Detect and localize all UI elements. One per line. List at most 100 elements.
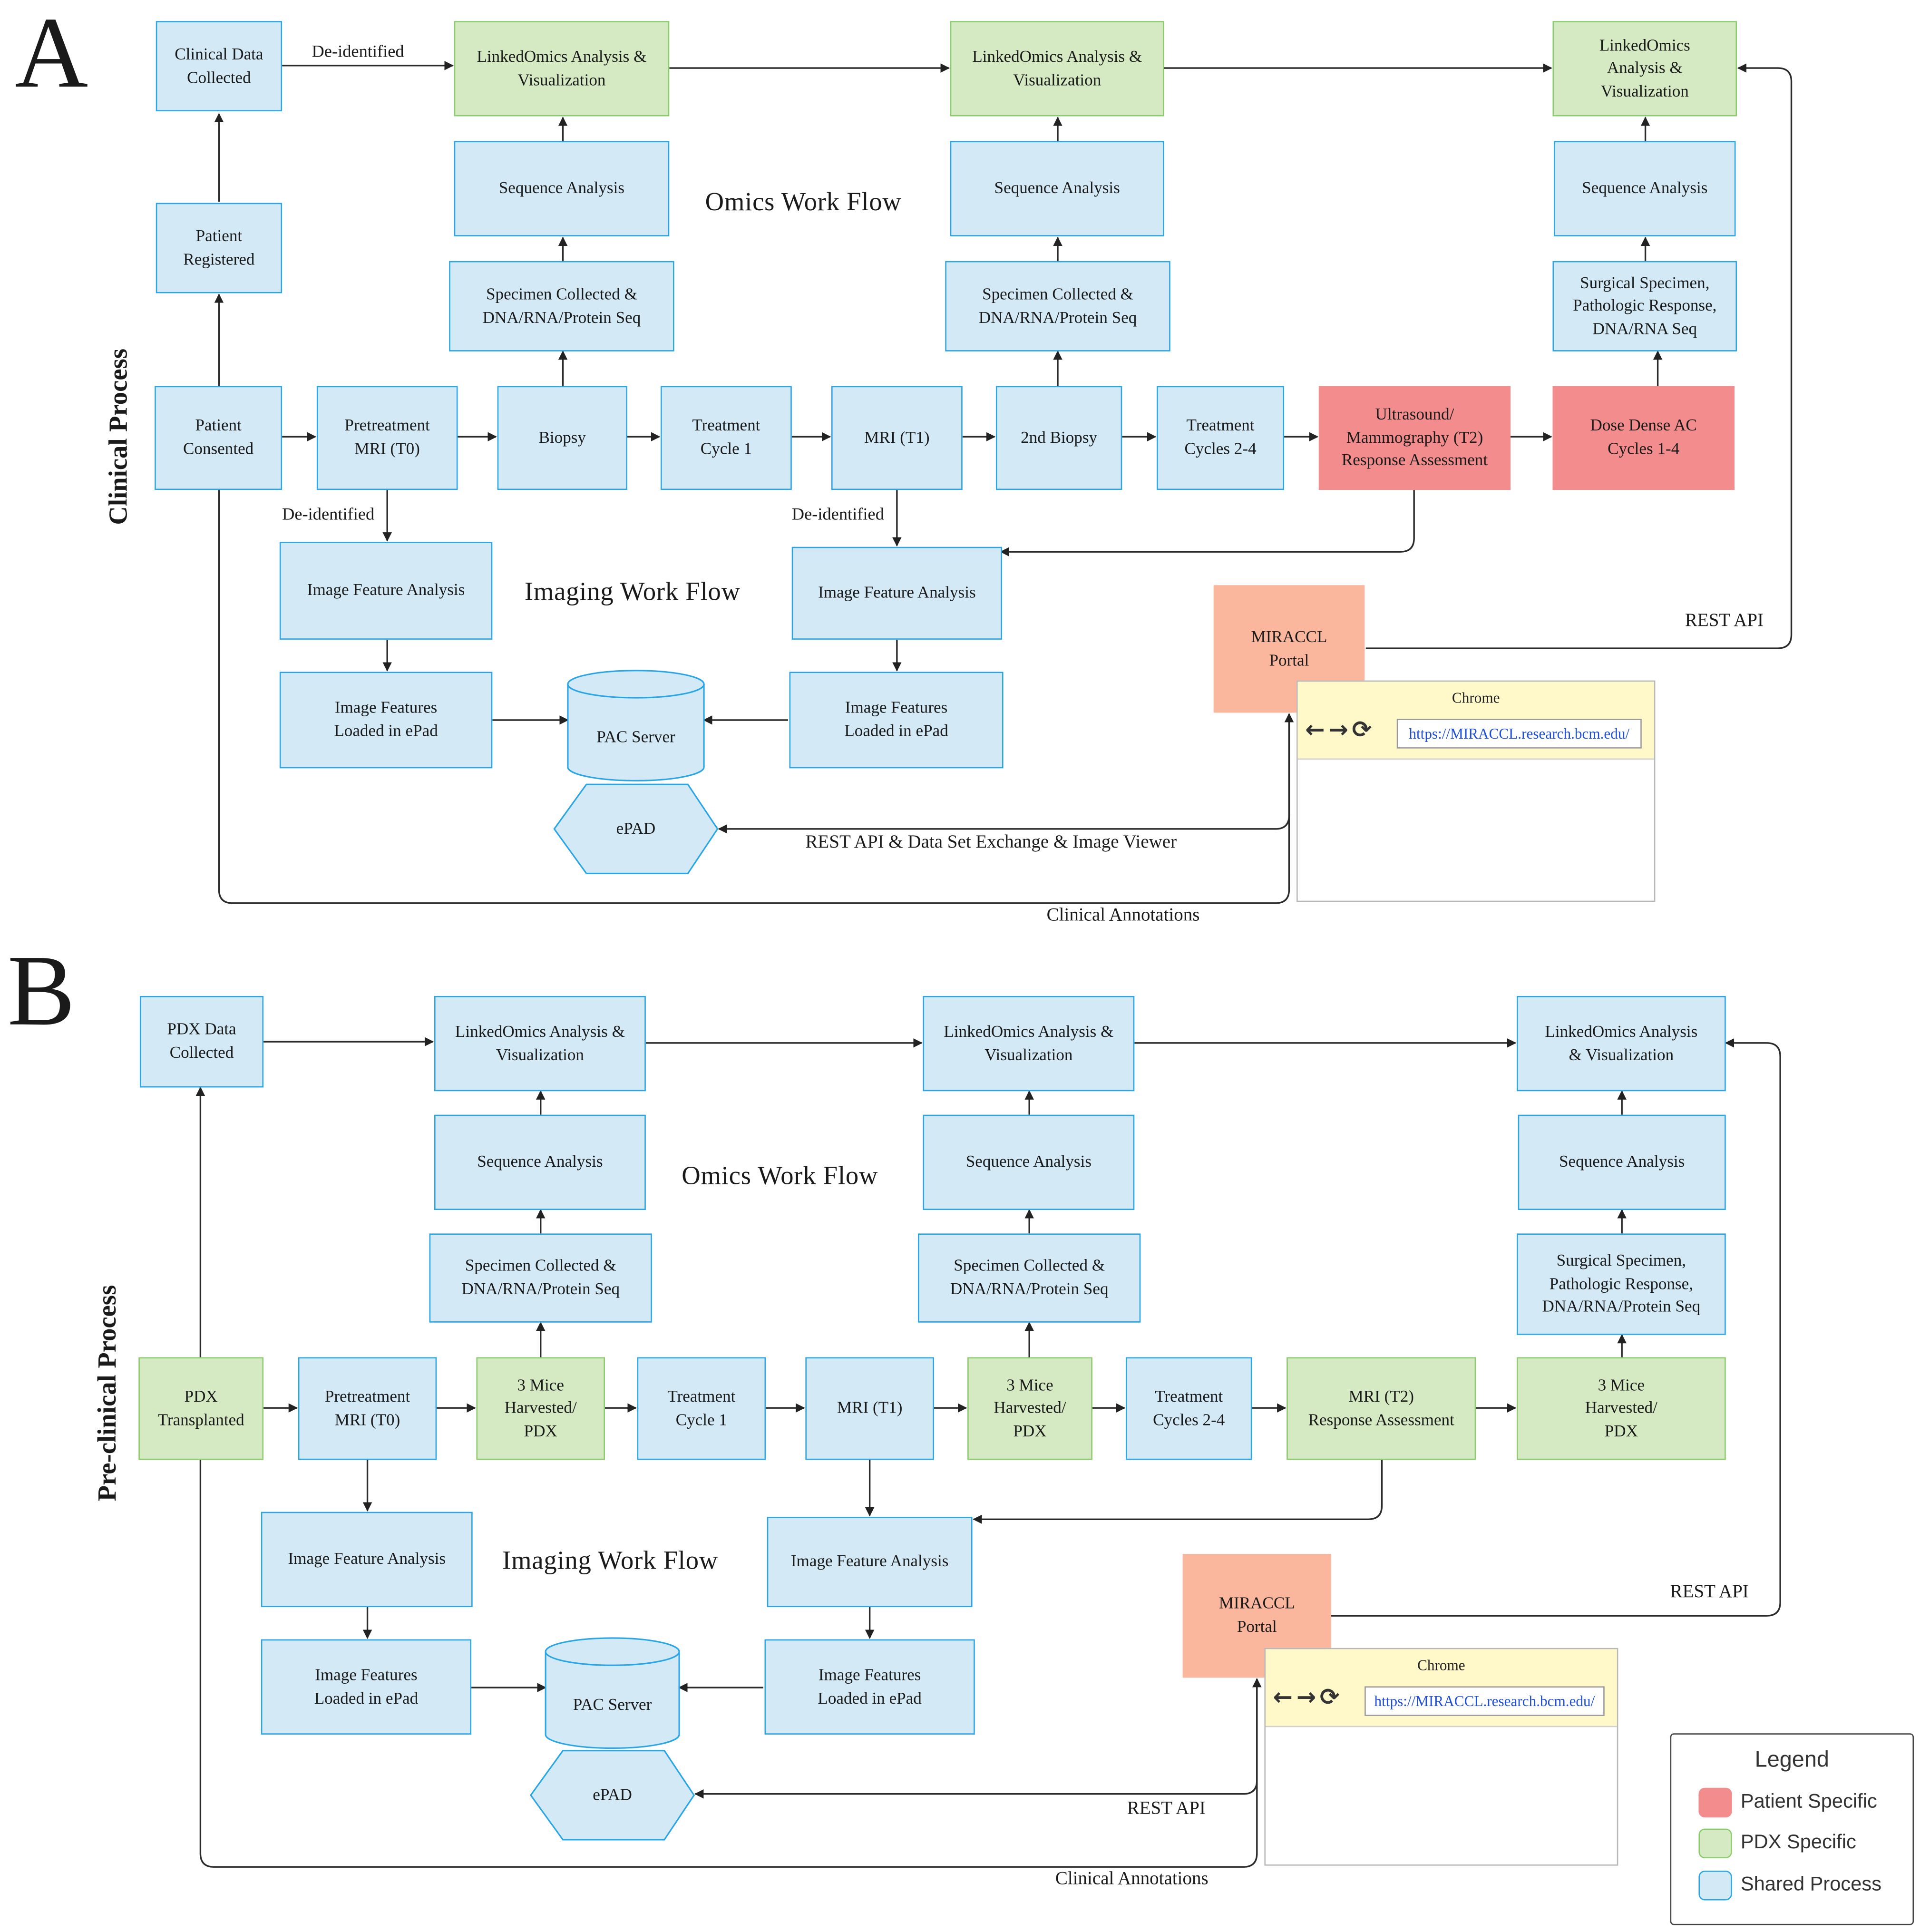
node-mice-harvested-2[interactable]: 3 Mice Harvested/ PDX <box>967 1357 1092 1460</box>
edge-b-portal-to-linked3 <box>1331 1038 1781 1617</box>
panel-a-omics-title: Omics Work Flow <box>705 186 902 217</box>
legend-label: Shared Process <box>1740 1874 1882 1896</box>
edge-label-rest-exchange: REST API & Data Set Exchange & Image Vie… <box>805 832 1177 853</box>
pac-server-shape-a <box>567 684 705 781</box>
reload-icon[interactable]: ⟳ <box>1352 716 1375 744</box>
node-image-features-loaded-1[interactable]: Image Features Loaded in ePad <box>261 1639 472 1735</box>
browser-nav-icons: ←→⟳ <box>1305 716 1375 743</box>
edge-b-transplanted-to-portal <box>199 1460 1262 1868</box>
legend-item: Shared Process <box>1698 1869 1881 1902</box>
node-mice-harvested-3[interactable]: 3 Mice Harvested/ PDX <box>1517 1357 1726 1460</box>
legend-item: Patient Specific <box>1698 1786 1877 1819</box>
node-image-feature-analysis-1[interactable]: Image Feature Analysis <box>261 1512 473 1607</box>
browser-url-field[interactable]: https://MIRACCL.research.bcm.edu/ <box>1364 1686 1605 1716</box>
node-linkedomics-2[interactable]: LinkedOmics Analysis & Visualization <box>950 21 1164 117</box>
edge-label-deidentified: De-identified <box>791 506 884 525</box>
legend-label: PDX Specific <box>1740 1832 1856 1854</box>
edge-label-rest-api: REST API <box>1685 611 1764 631</box>
node-sequence-analysis-1[interactable]: Sequence Analysis <box>454 141 670 236</box>
node-pac-server[interactable]: PAC Server <box>596 727 675 746</box>
edge-label-deidentified: De-identified <box>312 43 404 62</box>
node-linkedomics-1[interactable]: LinkedOmics Analysis & Visualization <box>454 21 670 117</box>
node-linkedomics-2[interactable]: LinkedOmics Analysis & Visualization <box>923 995 1135 1092</box>
node-image-feature-analysis-2[interactable]: Image Feature Analysis <box>791 546 1002 640</box>
node-treatment-cycles-2-4[interactable]: Treatment Cycles 2-4 <box>1157 386 1285 490</box>
node-clinical-data-collected[interactable]: Clinical Data Collected <box>156 21 283 112</box>
node-treatment-cycles-2-4[interactable]: Treatment Cycles 2-4 <box>1126 1357 1252 1460</box>
browser-toolbar: Chrome ←→⟳ https://MIRACCL.research.bcm.… <box>1266 1649 1617 1727</box>
reload-icon[interactable]: ⟳ <box>1320 1684 1344 1711</box>
panel-b-letter: B <box>7 934 75 1047</box>
forward-arrow-icon[interactable]: → <box>1296 1684 1320 1711</box>
node-surgical-specimen[interactable]: Surgical Specimen, Pathologic Response, … <box>1517 1233 1726 1335</box>
node-patient-consented[interactable]: Patient Consented <box>155 386 283 490</box>
legend-swatch-patient <box>1698 1787 1732 1818</box>
node-sequence-analysis-2[interactable]: Sequence Analysis <box>923 1114 1135 1210</box>
edge-a-portal-to-linked3 <box>1365 63 1793 649</box>
legend-title: Legend <box>1754 1747 1829 1772</box>
node-epad[interactable]: ePAD <box>616 819 656 838</box>
edge-a-consented-to-portal <box>218 490 1294 904</box>
epad-shape-b <box>529 1750 695 1841</box>
node-specimen-1[interactable]: Specimen Collected & DNA/RNA/Protein Seq <box>429 1233 652 1323</box>
node-image-features-loaded-2[interactable]: Image Features Loaded in ePad <box>789 672 1004 769</box>
edge-label-rest-api: REST API <box>1127 1799 1206 1819</box>
forward-arrow-icon[interactable]: → <box>1328 716 1352 744</box>
node-linkedomics-3[interactable]: LinkedOmics Analysis & Visualization <box>1552 21 1737 117</box>
node-pretreatment-mri[interactable]: Pretreatment MRI (T0) <box>298 1357 437 1460</box>
node-surgical-specimen[interactable]: Surgical Specimen, Pathologic Response, … <box>1552 261 1737 351</box>
node-linkedomics-1[interactable]: LinkedOmics Analysis & Visualization <box>434 995 646 1092</box>
node-image-feature-analysis-2[interactable]: Image Feature Analysis <box>767 1517 973 1607</box>
legend-item: PDX Specific <box>1698 1827 1856 1860</box>
node-mri-t1[interactable]: MRI (T1) <box>805 1357 934 1460</box>
node-ultrasound-response[interactable]: Ultrasound/ Mammography (T2) Response As… <box>1318 386 1511 490</box>
panel-a-side-label: Clinical Process <box>103 348 133 525</box>
edge-label-rest-api: REST API <box>1670 1582 1749 1602</box>
node-treatment-cycle-1[interactable]: Treatment Cycle 1 <box>661 386 792 490</box>
node-2nd-biopsy[interactable]: 2nd Biopsy <box>995 386 1122 490</box>
browser-toolbar: Chrome ←→⟳ https://MIRACCL.research.bcm.… <box>1297 682 1654 760</box>
node-mice-harvested-1[interactable]: 3 Mice Harvested/ PDX <box>476 1357 605 1460</box>
node-image-features-loaded-1[interactable]: Image Features Loaded in ePad <box>279 672 493 769</box>
node-treatment-cycle-1[interactable]: Treatment Cycle 1 <box>637 1357 766 1460</box>
node-pretreatment-mri[interactable]: Pretreatment MRI (T0) <box>316 386 458 490</box>
node-specimen-1[interactable]: Specimen Collected & DNA/RNA/Protein Seq <box>449 261 674 351</box>
node-mri-t2-response[interactable]: MRI (T2) Response Assessment <box>1286 1357 1476 1460</box>
node-image-features-loaded-2[interactable]: Image Features Loaded in ePad <box>764 1639 975 1735</box>
node-biopsy[interactable]: Biopsy <box>497 386 627 490</box>
node-pdx-transplanted[interactable]: PDX Transplanted <box>138 1357 264 1460</box>
browser-title: Chrome <box>1417 1657 1465 1674</box>
browser-title: Chrome <box>1452 689 1500 707</box>
node-pac-server[interactable]: PAC Server <box>573 1694 652 1713</box>
panel-b-side-label: Pre-clinical Process <box>92 1285 122 1502</box>
back-arrow-icon[interactable]: ← <box>1305 716 1329 744</box>
panel-b-imaging-title: Imaging Work Flow <box>502 1545 719 1575</box>
edge-a-us-to-ifa2 <box>1000 490 1415 556</box>
legend-swatch-shared <box>1698 1871 1732 1901</box>
browser-url-field[interactable]: https://MIRACCL.research.bcm.edu/ <box>1396 719 1642 749</box>
node-patient-registered[interactable]: Patient Registered <box>156 203 283 293</box>
node-specimen-2[interactable]: Specimen Collected & DNA/RNA/Protein Seq <box>945 261 1170 351</box>
node-epad[interactable]: ePAD <box>593 1785 632 1804</box>
node-sequence-analysis-3[interactable]: Sequence Analysis <box>1554 141 1736 236</box>
edge-label-deidentified: De-identified <box>282 506 375 525</box>
node-pdx-data-collected[interactable]: PDX Data Collected <box>139 995 264 1088</box>
node-specimen-2[interactable]: Specimen Collected & DNA/RNA/Protein Seq <box>918 1233 1141 1323</box>
node-sequence-analysis-2[interactable]: Sequence Analysis <box>950 141 1164 236</box>
node-sequence-analysis-1[interactable]: Sequence Analysis <box>434 1114 646 1210</box>
legend: Legend Patient Specific PDX Specific Sha… <box>1670 1733 1914 1925</box>
epad-shape-a <box>553 783 719 875</box>
node-sequence-analysis-3[interactable]: Sequence Analysis <box>1518 1114 1726 1210</box>
pac-server-top-b <box>545 1637 680 1666</box>
back-arrow-icon[interactable]: ← <box>1273 1684 1296 1711</box>
node-dose-dense-ac[interactable]: Dose Dense AC Cycles 1-4 <box>1552 386 1735 490</box>
pac-server-top-a <box>567 670 705 699</box>
node-linkedomics-3[interactable]: LinkedOmics Analysis & Visualization <box>1517 995 1726 1092</box>
edge-label-clinical-annotations: Clinical Annotations <box>1055 1869 1209 1890</box>
edge-label-clinical-annotations: Clinical Annotations <box>1046 906 1200 926</box>
browser-window: Chrome ←→⟳ https://MIRACCL.research.bcm.… <box>1264 1648 1618 1866</box>
node-mri-t1[interactable]: MRI (T1) <box>831 386 963 490</box>
node-image-feature-analysis-1[interactable]: Image Feature Analysis <box>279 542 493 640</box>
